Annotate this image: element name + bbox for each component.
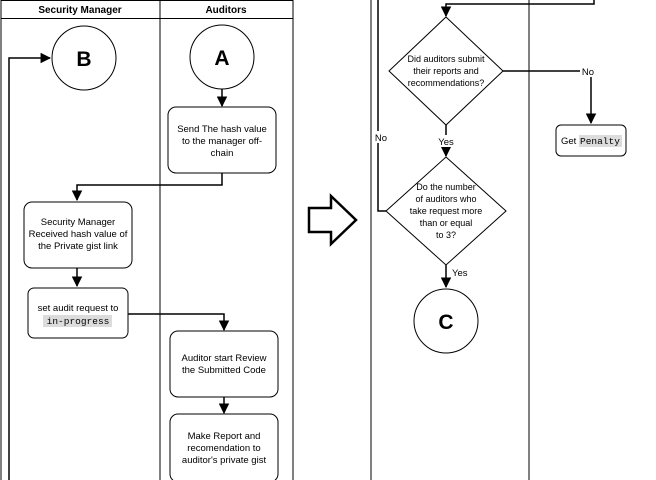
left-swimlane-frame: [0, 0, 294, 480]
decision-2-line-2: of auditors who: [415, 194, 476, 204]
step-received-hash: Security Manager Received hash value of …: [23, 201, 133, 269]
arrow-no-to-penalty: [503, 70, 597, 125]
loop-back-arrow: [8, 52, 52, 480]
connector-a-label: A: [214, 47, 229, 70]
edge-label-no-left: No: [375, 133, 387, 144]
edge-label-no-right: No: [582, 67, 594, 78]
make-report-line-3: auditor's private gist: [182, 455, 267, 466]
send-hash-line-3: chain: [211, 148, 234, 159]
edge-label-yes-1: Yes: [438, 137, 454, 148]
step-get-penalty: Get Penalty: [555, 124, 627, 157]
connector-c-label: C: [438, 311, 453, 334]
received-hash-line-2: Received hash value of: [29, 229, 128, 240]
received-hash-line-1: Security Manager: [41, 217, 115, 228]
transition-arrow-icon: [307, 193, 358, 247]
step-set-audit: set audit request to in-progress: [27, 287, 129, 339]
arrow-set-audit-to-review: [128, 313, 230, 332]
penalty-code: Penalty: [580, 136, 620, 147]
decision-2-line-5: to 3?: [436, 230, 456, 240]
code-highlight: [579, 135, 622, 147]
connector-a: A: [189, 24, 255, 90]
connector-b: B: [51, 25, 117, 91]
start-review-line-2: the Submitted Code: [182, 365, 266, 376]
decision-2-line-1: Do the number: [416, 182, 476, 192]
arrow-into-decision-1: [440, 0, 595, 18]
edge-label-bg: [436, 135, 456, 147]
lane-header-auditors: Auditors: [205, 5, 247, 16]
code-highlight: [43, 315, 112, 327]
decision-1-line-3: recommendations?: [408, 78, 485, 88]
right-swimlane-frame: [370, 0, 530, 480]
decision-auditor-count: Do the number of auditors who take reque…: [385, 156, 507, 266]
edge-label-bg: [580, 65, 596, 77]
connector-c: C: [413, 288, 479, 354]
edge-label-bg: [372, 131, 388, 143]
set-audit-code: in-progress: [47, 316, 110, 327]
step-start-review: Auditor start Review the Submitted Code: [169, 330, 279, 398]
decision-2-line-3: take request more: [410, 206, 483, 216]
edge-label-yes-2: Yes: [452, 268, 468, 279]
decision-reports-submitted: Did auditors submit their reports and re…: [388, 16, 504, 126]
step-send-hash: Send The hash value to the manager off- …: [167, 106, 277, 174]
start-review-line-1: Auditor start Review: [181, 353, 266, 364]
decision-1-line-1: Did auditors submit: [407, 54, 485, 64]
lane-header-security-manager: Security Manager: [38, 5, 121, 16]
set-audit-label: set audit request to: [38, 303, 119, 314]
make-report-line-2: recomendation to: [187, 443, 260, 454]
received-hash-line-3: the Private gist link: [38, 241, 118, 252]
decision-1-line-2: their reports and: [413, 66, 479, 76]
decision-2-line-4: than or equal: [420, 218, 473, 228]
arrow-send-to-received: [71, 173, 223, 202]
penalty-prefix: Get: [561, 136, 577, 147]
arrow-no-loop-up: [377, 0, 386, 212]
connector-b-label: B: [76, 48, 91, 71]
send-hash-line-2: to the manager off-: [182, 136, 262, 147]
make-report-line-1: Make Report and: [188, 431, 261, 442]
send-hash-line-1: Send The hash value: [177, 124, 267, 135]
step-make-report: Make Report and recomendation to auditor…: [169, 413, 279, 480]
